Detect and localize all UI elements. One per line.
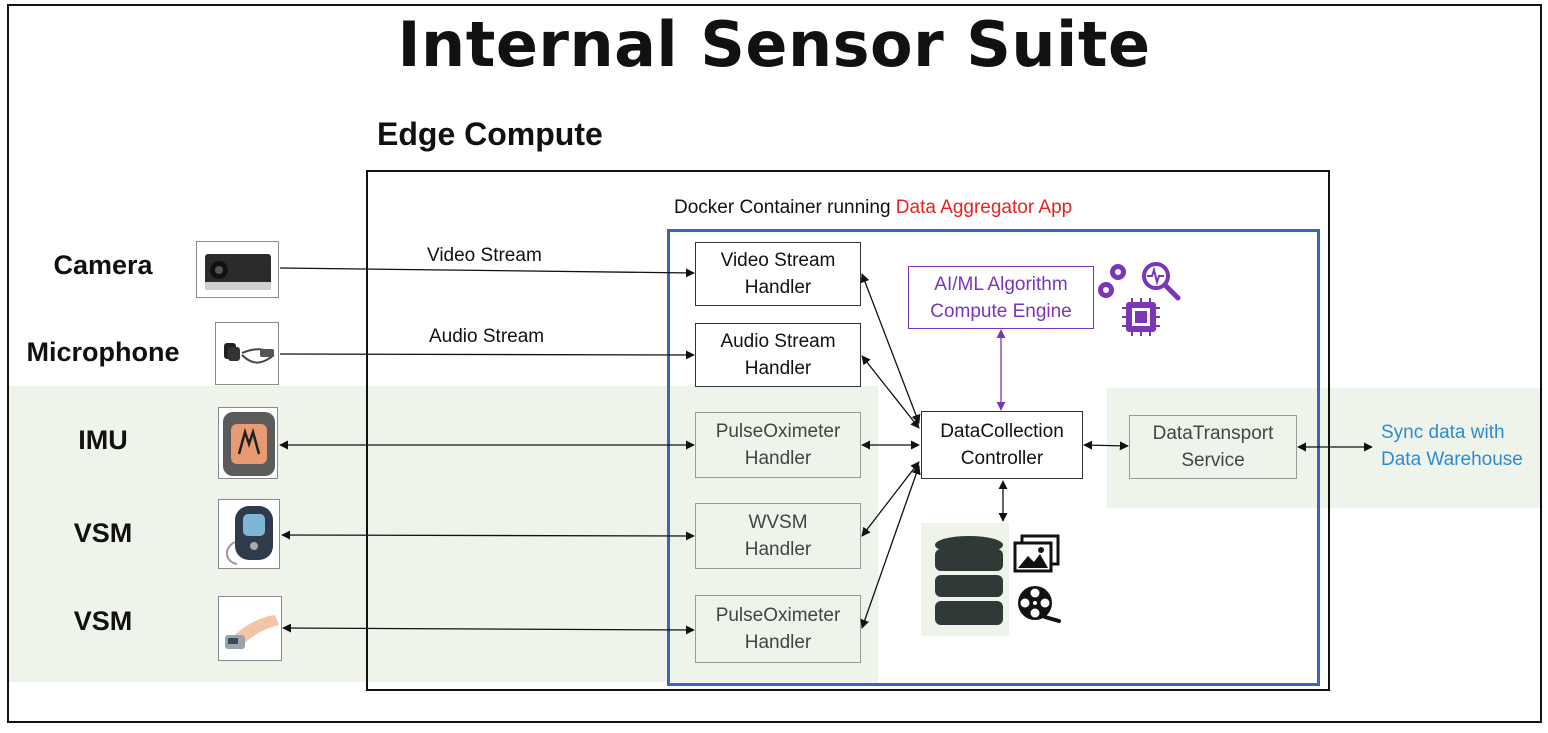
- docker-label-prefix: Docker Container running: [674, 197, 896, 218]
- pulse-to-pulse-handler-arrow: [282, 623, 695, 635]
- pulse2-handler-line-2: Handler: [744, 632, 812, 653]
- docker-container-box: [667, 229, 1320, 686]
- microphone-image: [215, 322, 279, 385]
- video-reel-icon: [1015, 583, 1061, 625]
- database-icon: [921, 523, 1009, 636]
- controller-line-2: Controller: [960, 448, 1044, 469]
- pulse1-handler-line-2: Handler: [744, 448, 812, 469]
- controller-to-transport-arrow: [1083, 440, 1129, 451]
- docker-container-label: Docker Container running Data Aggregator…: [674, 197, 1072, 219]
- sync-line-2: Data Warehouse: [1381, 449, 1523, 470]
- transport-line-2: Service: [1181, 450, 1245, 471]
- wvsm-handler-to-controller-arrow: [861, 461, 920, 537]
- controller-line-1: DataCollection: [940, 421, 1064, 442]
- camera-image: [196, 241, 279, 298]
- device-label-vsm-1: VSM: [73, 518, 133, 548]
- mic-to-audio-handler-arrow: [279, 350, 695, 360]
- ml-engine-line-2: Compute Engine: [930, 300, 1072, 322]
- outer-frame: [7, 4, 1542, 723]
- device-label-vsm-2: VSM: [73, 606, 133, 636]
- video-handler-line-2: Handler: [744, 277, 812, 298]
- pulse1-handler-line-1: PulseOximeter: [715, 421, 841, 442]
- vsm-device-image: [218, 499, 280, 569]
- pulse2-handler-to-controller-arrow: [860, 465, 921, 629]
- audio-handler-line-2: Handler: [744, 358, 812, 379]
- page-title: Internal Sensor Suite: [397, 8, 1151, 81]
- device-label-microphone: Microphone: [26, 337, 180, 367]
- edge-compute-heading: Edge Compute: [377, 116, 603, 152]
- pulse-oximeter-image: [218, 596, 282, 661]
- app-name: Data Aggregator App: [895, 197, 1073, 218]
- camera-to-video-handler-arrow: [279, 267, 695, 278]
- wvsm-handler-line-1: WVSM: [748, 512, 808, 533]
- edge-compute-box: [366, 170, 1330, 691]
- video-stream-label: Video Stream: [427, 245, 542, 266]
- vsm-to-wvsm-handler-arrow: [281, 530, 695, 541]
- video-handler-to-controller-arrow: [860, 273, 921, 424]
- device-label-camera: Camera: [53, 250, 153, 280]
- ai-ml-gears-chip-icon: [1096, 258, 1186, 340]
- audio-handler-to-controller-arrow: [861, 355, 920, 429]
- pulse2-handler-line-1: PulseOximeter: [715, 605, 841, 626]
- transport-line-1: DataTransport: [1152, 423, 1274, 444]
- device-label-imu: IMU: [78, 425, 128, 455]
- wvsm-handler-line-2: Handler: [744, 539, 812, 560]
- images-icon: [1012, 534, 1062, 574]
- audio-handler-line-1: Audio Stream: [720, 331, 836, 352]
- ml-engine-line-1: AI/ML Algorithm: [934, 273, 1068, 295]
- sync-line-1: Sync data with: [1381, 422, 1505, 443]
- video-handler-line-1: Video Stream: [720, 250, 836, 271]
- audio-stream-label: Audio Stream: [429, 326, 545, 347]
- imu-device-image: [218, 407, 278, 479]
